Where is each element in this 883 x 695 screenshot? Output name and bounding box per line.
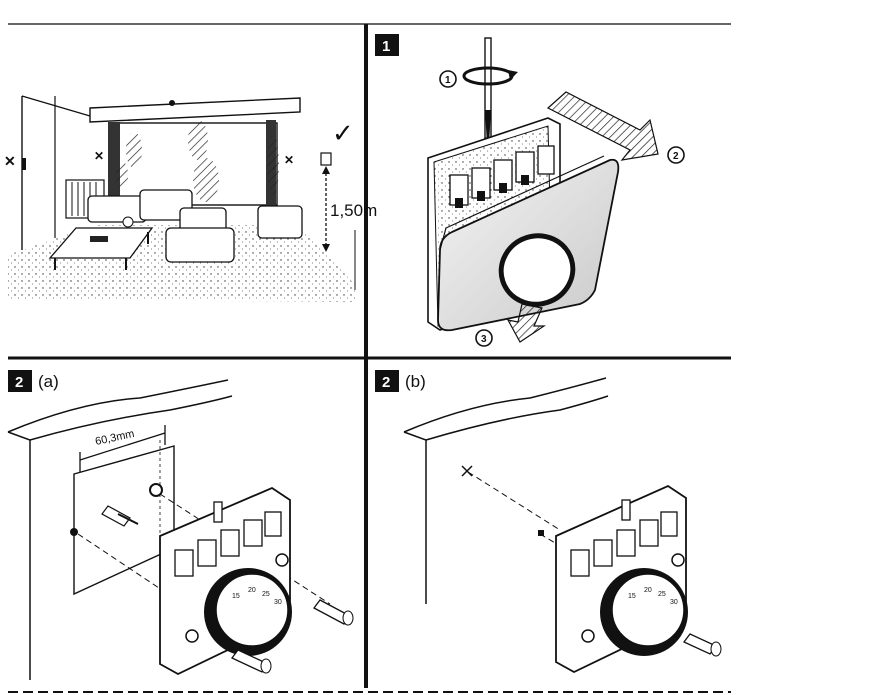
svg-text:3: 3 xyxy=(481,334,487,345)
base-plate-2b: 15 20 25 30 xyxy=(555,484,688,674)
sofas xyxy=(87,189,303,263)
screw-2a-lower xyxy=(230,649,272,674)
screw-2b xyxy=(682,633,722,657)
drill-hole-lower xyxy=(538,530,544,536)
screwdriver xyxy=(462,37,518,145)
drill-hole-upper xyxy=(461,465,473,477)
thermostat-on-wall xyxy=(320,152,332,166)
down-arrow xyxy=(506,303,546,343)
svg-text:20: 20 xyxy=(644,587,652,594)
room-panel: ✕ ✕ ✕ ✓ 1,50m xyxy=(4,95,377,302)
screw-2a-upper xyxy=(313,599,354,626)
step1-callout-2: 2 xyxy=(667,146,685,164)
cable xyxy=(101,505,139,527)
ceiling-beam xyxy=(89,97,301,123)
svg-text:1: 1 xyxy=(445,75,451,86)
bad-position-mark-1: ✕ xyxy=(4,153,16,169)
step2b-badge: 2 xyxy=(375,370,399,392)
step2b-panel: 2 (b) 15 xyxy=(375,370,722,674)
thermostat-cover xyxy=(437,155,620,332)
base-plate-2a: 15 20 25 30 xyxy=(159,486,292,676)
svg-text:25: 25 xyxy=(262,591,270,598)
dimension-line xyxy=(79,425,166,472)
step1-badge: 1 xyxy=(375,34,399,56)
svg-text:1: 1 xyxy=(382,38,390,55)
wall-2b xyxy=(403,377,609,604)
svg-text:20: 20 xyxy=(248,587,256,594)
svg-text:30: 30 xyxy=(274,599,282,606)
step1-callout-1: 1 xyxy=(439,70,457,88)
step1-panel: 1 1 xyxy=(375,34,685,347)
bad-position-mark-2: ✕ xyxy=(94,149,104,163)
step2b-suffix: (b) xyxy=(405,372,426,391)
step2a-suffix: (a) xyxy=(38,372,59,391)
plants xyxy=(116,120,279,202)
pull-arrow xyxy=(546,91,659,161)
svg-text:2: 2 xyxy=(15,374,23,391)
bad-position-mark-3: ✕ xyxy=(284,153,294,167)
svg-text:15: 15 xyxy=(628,593,636,600)
height-label: 1,50m xyxy=(330,201,377,220)
step2a-panel: 2 (a) 60,3mm xyxy=(7,370,354,680)
svg-text:2: 2 xyxy=(382,374,390,391)
good-position-mark: ✓ xyxy=(332,118,354,148)
svg-text:30: 30 xyxy=(670,599,678,606)
svg-text:25: 25 xyxy=(658,591,666,598)
svg-text:15: 15 xyxy=(232,593,240,600)
step2a-badge: 2 xyxy=(8,370,32,392)
coffee-table xyxy=(48,216,154,270)
svg-text:2: 2 xyxy=(673,151,679,162)
step1-callout-3: 3 xyxy=(475,329,493,347)
wall-2a xyxy=(7,379,233,680)
